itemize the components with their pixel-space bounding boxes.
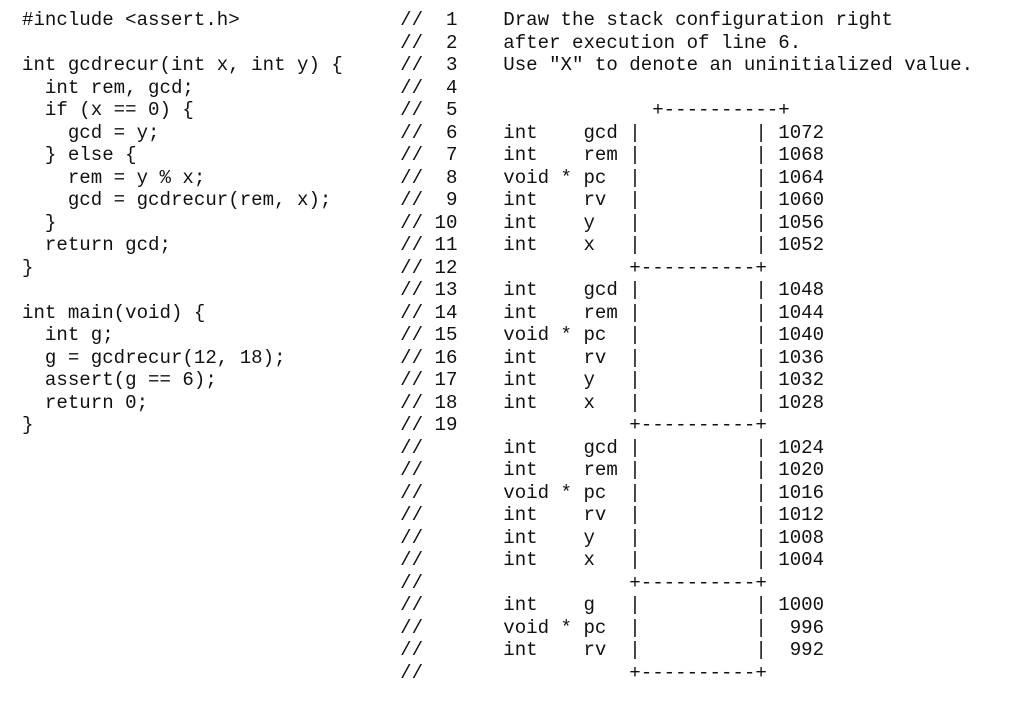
text-line: rem = y % x; // 8 void * pc | | 1064 (22, 166, 825, 189)
text-line: int g; // 15 void * pc | | 1040 (22, 324, 825, 346)
text-line: return gcd; // 11 int x | | 1052 (22, 234, 825, 256)
text-line: return 0; // 18 int x | | 1028 (22, 391, 825, 414)
text-line: int rem, gcd; // 4 (22, 76, 458, 99)
text-line: // int g | | 1000 (22, 594, 825, 616)
text-line: // +----------+ (22, 571, 767, 594)
text-line: #include <assert.h> // 1 Draw the stack … (22, 9, 893, 31)
text-line: if (x == 0) { // 5 +----------+ (22, 99, 790, 121)
text-line: // void * pc | | 996 (22, 616, 825, 639)
text-line: } // 19 +----------+ (22, 414, 767, 436)
text-line: gcd = gcdrecur(rem, x); // 9 int rv | | … (22, 189, 825, 211)
text-line: // int rv | | 1012 (22, 504, 825, 526)
text-line: // 2 after execution of line 6. (22, 31, 802, 54)
text-line: g = gcdrecur(12, 18); // 16 int rv | | 1… (22, 346, 825, 369)
text-line: int main(void) { // 14 int rem | | 1044 (22, 301, 825, 324)
text-line: // int x | | 1004 (22, 549, 825, 571)
text-line: } // 12 +----------+ (22, 256, 767, 279)
text-line: // int rem | | 1020 (22, 459, 825, 481)
text-line: // void * pc | | 1016 (22, 481, 825, 504)
text-line: // int gcd | | 1024 (22, 436, 825, 459)
text-line: } else { // 7 int rem | | 1068 (22, 144, 825, 166)
text-line: // int rv | | 992 (22, 639, 825, 661)
text-line: // 13 int gcd | | 1048 (22, 279, 825, 301)
text-line: } // 10 int y | | 1056 (22, 211, 825, 234)
code-document: #include <assert.h> // 1 Draw the stack … (22, 9, 973, 684)
text-line: int gcdrecur(int x, int y) { // 3 Use "X… (22, 54, 974, 76)
text-line: assert(g == 6); // 17 int y | | 1032 (22, 369, 825, 391)
text-line: // +----------+ (22, 661, 767, 684)
text-line: // int y | | 1008 (22, 526, 825, 549)
text-line: gcd = y; // 6 int gcd | | 1072 (22, 121, 825, 144)
